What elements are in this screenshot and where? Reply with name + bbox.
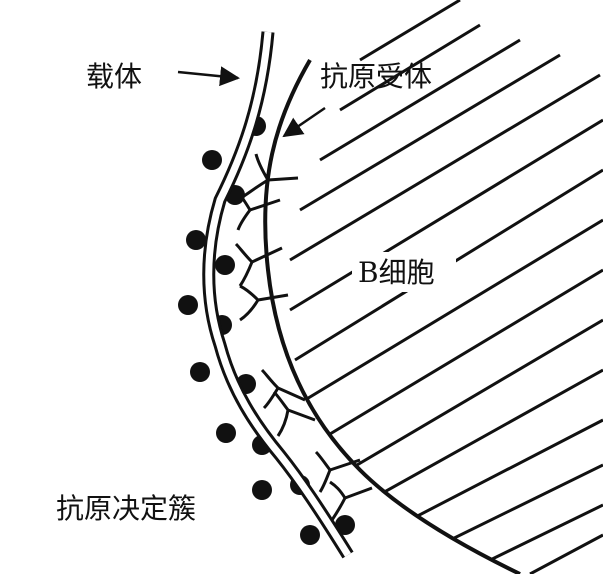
antigen-receptor	[239, 284, 289, 322]
antigenic-determinant-cluster-label: 抗原决定簇	[56, 492, 196, 525]
b-cell-membrane	[263, 58, 521, 574]
determinant-dot	[178, 295, 198, 315]
determinant-dot	[252, 480, 272, 500]
determinant-dot	[190, 362, 210, 382]
determinant-dot	[215, 255, 235, 275]
determinant-dot	[186, 230, 206, 250]
carrier-label: 载体	[86, 60, 142, 93]
antigen-receptor	[234, 242, 283, 287]
antigen-receptor	[260, 368, 306, 410]
antigen-receptor	[272, 390, 316, 437]
antigen-receptor	[329, 480, 373, 521]
determinant-dot	[202, 150, 222, 170]
determinant-dot	[300, 525, 320, 545]
determinant-dot	[335, 515, 355, 535]
antigen-receptor-label: 抗原受体	[320, 60, 432, 93]
b-cell-hatching	[289, 0, 603, 574]
receptor-arrow	[282, 106, 326, 138]
b-cell	[263, 0, 603, 574]
b-cell-label: B细胞	[358, 256, 435, 289]
antigen-receptors	[234, 153, 373, 521]
carrier-rod-inner	[205, 31, 351, 557]
determinant-dot	[216, 423, 236, 443]
antigen-receptor	[243, 153, 299, 198]
antigen-receptor	[314, 450, 361, 493]
carrier-arrow	[177, 66, 240, 87]
